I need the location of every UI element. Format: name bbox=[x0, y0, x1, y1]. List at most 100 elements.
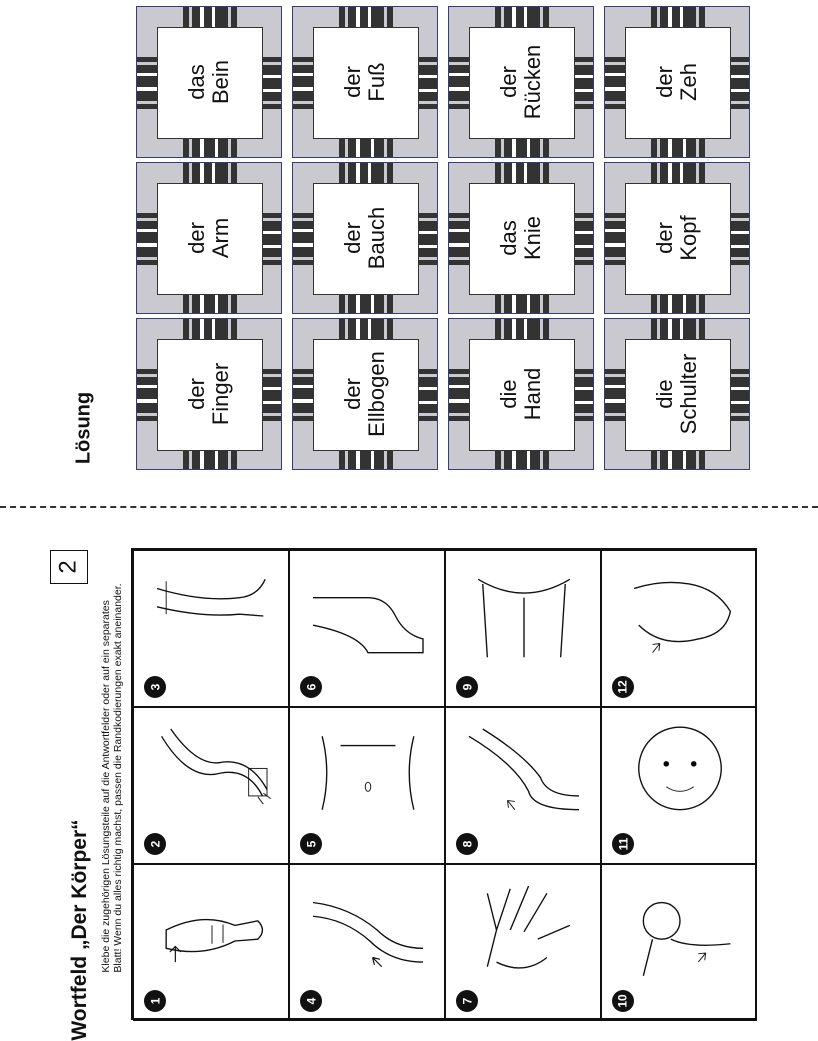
edge-code-bar bbox=[495, 7, 501, 27]
edge-code-bar bbox=[449, 369, 469, 374]
answer-cell[interactable]: 3 bbox=[133, 550, 289, 707]
edge-code-bar bbox=[543, 319, 549, 339]
card-article: der bbox=[496, 66, 521, 98]
edge-code-stripe bbox=[212, 7, 215, 27]
leg-drawing bbox=[156, 579, 266, 617]
edge-code-bar bbox=[504, 7, 540, 27]
edge-code-bar bbox=[348, 319, 384, 339]
edge-code-bar bbox=[263, 104, 281, 109]
cell-number: 9 bbox=[460, 683, 474, 691]
edge-code-bar bbox=[419, 104, 437, 109]
foot-drawing bbox=[312, 596, 424, 654]
solution-heading: Lösung bbox=[72, 391, 95, 465]
edge-code-bar bbox=[231, 139, 237, 157]
answer-cell[interactable]: 1 bbox=[133, 864, 289, 1021]
edge-code-bar bbox=[137, 104, 157, 109]
edge-code-bar bbox=[651, 295, 657, 313]
edge-code-stripe bbox=[419, 387, 437, 390]
edge-code-bar bbox=[575, 213, 593, 218]
edge-code-stripe bbox=[683, 295, 686, 313]
cell-number-badge: 4 bbox=[300, 990, 322, 1012]
edge-code-bar bbox=[183, 451, 189, 469]
answer-cell[interactable]: 10 bbox=[601, 864, 757, 1021]
edge-code-bar bbox=[504, 295, 540, 313]
edge-code-stripe bbox=[356, 7, 360, 27]
edge-code-bar bbox=[419, 260, 437, 265]
answer-cell[interactable]: 11 bbox=[601, 707, 757, 864]
card-noun: Kopf bbox=[676, 215, 701, 261]
answer-cell[interactable]: 5 bbox=[289, 707, 445, 864]
answer-cell[interactable]: 12 bbox=[601, 550, 757, 707]
edge-code-bar bbox=[731, 57, 749, 62]
cell-number: 6 bbox=[304, 683, 318, 691]
edge-code-stripe bbox=[356, 163, 360, 183]
edge-code-bar bbox=[449, 377, 469, 413]
edge-code-bar bbox=[605, 104, 625, 109]
card-label-field bbox=[313, 183, 419, 295]
edge-code-stripe bbox=[263, 401, 281, 404]
edge-code-bar bbox=[263, 57, 281, 62]
edge-code-bar bbox=[605, 377, 625, 413]
edge-code-stripe bbox=[575, 75, 593, 78]
answer-cell[interactable]: 2 bbox=[133, 707, 289, 864]
edge-code-bar bbox=[231, 295, 237, 313]
cell-number-badge: 2 bbox=[144, 833, 166, 855]
card-article: der bbox=[652, 222, 677, 254]
edge-code-stripe bbox=[293, 73, 313, 76]
answer-cell[interactable]: 7 bbox=[445, 864, 601, 1021]
edge-code-stripe bbox=[731, 231, 749, 234]
card-label-field bbox=[313, 339, 419, 451]
edge-code-stripe bbox=[605, 229, 625, 232]
edge-code-bar bbox=[339, 451, 345, 469]
edge-code-stripe bbox=[137, 73, 157, 76]
edge-code-stripe bbox=[605, 243, 625, 247]
edge-code-stripe bbox=[512, 295, 516, 313]
answer-cell[interactable]: 9 bbox=[445, 550, 601, 707]
card-noun: Finger bbox=[208, 362, 233, 426]
edge-code-stripe bbox=[293, 399, 313, 403]
edge-code-bar bbox=[449, 260, 469, 265]
edge-code-stripe bbox=[524, 163, 527, 183]
edge-code-stripe bbox=[293, 87, 313, 91]
edge-code-stripe bbox=[668, 295, 672, 313]
edge-code-stripe bbox=[212, 319, 215, 339]
edge-code-stripe bbox=[680, 7, 683, 27]
edge-code-stripe bbox=[731, 89, 749, 92]
answer-cell[interactable]: 8 bbox=[445, 707, 601, 864]
edge-code-bar bbox=[339, 139, 345, 157]
card-article: der bbox=[340, 378, 365, 410]
edge-code-stripe bbox=[680, 319, 683, 339]
edge-code-stripe bbox=[512, 163, 516, 183]
edge-code-bar bbox=[543, 139, 549, 157]
edge-code-stripe bbox=[215, 295, 218, 313]
finger-drawing bbox=[165, 918, 264, 963]
card-article: der bbox=[340, 222, 365, 254]
card-label-field bbox=[625, 27, 731, 139]
edge-code-bar bbox=[495, 451, 501, 469]
edge-code-stripe bbox=[419, 89, 437, 92]
cell-number: 1 bbox=[148, 997, 162, 1005]
edge-code-bar bbox=[731, 377, 749, 413]
edge-code-bar bbox=[293, 65, 313, 101]
shoulder-drawing bbox=[642, 901, 731, 977]
card-label-field bbox=[625, 183, 731, 295]
edge-code-bar bbox=[495, 319, 501, 339]
edge-code-bar bbox=[339, 295, 345, 313]
edge-code-bar bbox=[699, 295, 705, 313]
card-label-field bbox=[469, 339, 575, 451]
head-drawing bbox=[638, 726, 722, 811]
edge-code-bar bbox=[263, 221, 281, 257]
edge-code-stripe bbox=[215, 139, 218, 157]
answer-cell[interactable]: 4 bbox=[289, 864, 445, 1021]
edge-code-stripe bbox=[605, 399, 625, 403]
edge-code-bar bbox=[348, 451, 384, 469]
answer-cell[interactable]: 6 bbox=[289, 550, 445, 707]
edge-code-stripe bbox=[668, 451, 672, 469]
edge-code-stripe bbox=[512, 451, 516, 469]
